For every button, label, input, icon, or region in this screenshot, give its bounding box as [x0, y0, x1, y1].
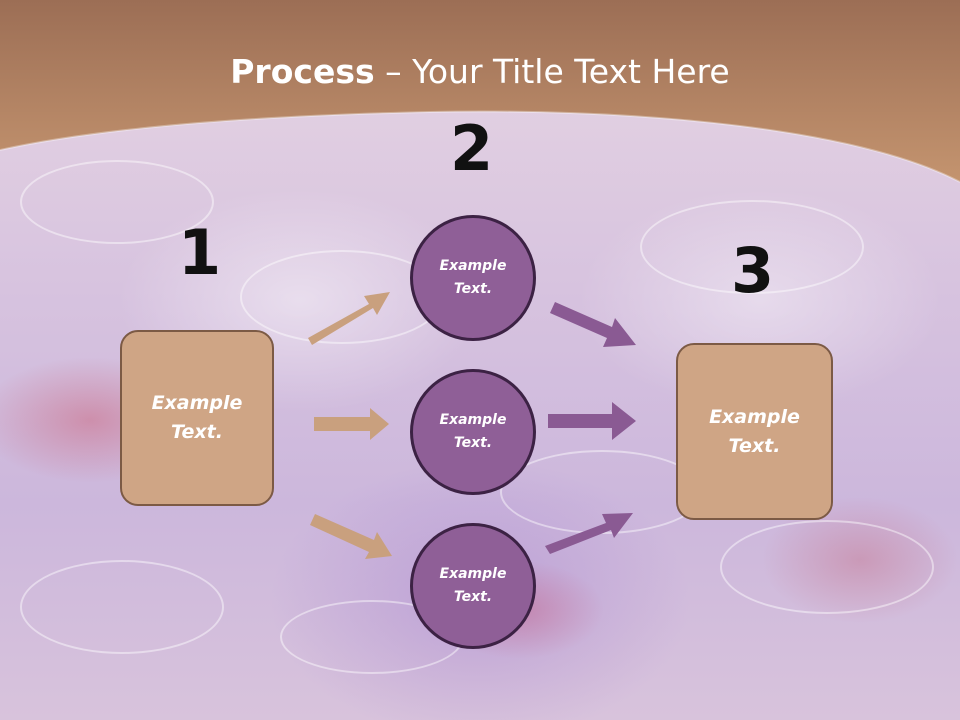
arrow-left-down	[310, 514, 392, 559]
arrow-left-mid	[314, 408, 389, 440]
step-number-3: 3	[731, 234, 775, 307]
arrow-right-mid	[548, 402, 636, 440]
title-bold: Process	[230, 52, 375, 91]
slide-title: Process – Your Title Text Here	[0, 52, 960, 91]
glass-rim-decor	[720, 520, 934, 614]
step-number-2: 2	[450, 112, 494, 185]
glass-rim-decor	[20, 160, 214, 244]
glass-rim-decor	[640, 200, 864, 294]
glass-rim-decor	[20, 560, 224, 654]
arrow-right-down	[550, 302, 636, 347]
step-number-1: 1	[178, 216, 222, 289]
arrow-left-up	[308, 292, 390, 345]
title-rest: – Your Title Text Here	[374, 52, 730, 91]
arrow-right-up	[545, 513, 633, 554]
header-band	[0, 0, 960, 183]
